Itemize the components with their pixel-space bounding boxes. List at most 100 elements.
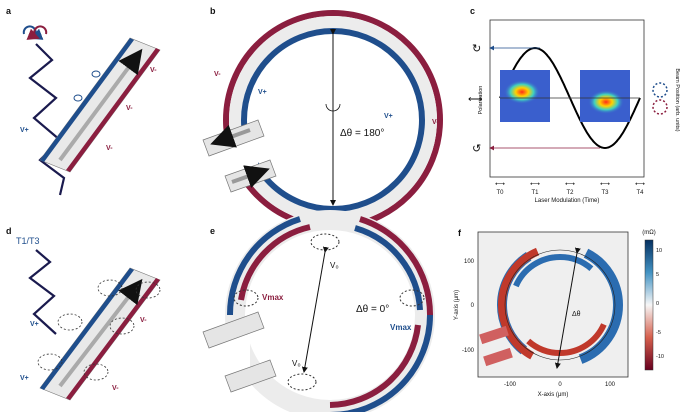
c-xtick: T0 (496, 190, 504, 196)
vmax-right: Vmax (390, 323, 412, 332)
spin-icon (91, 70, 101, 78)
red-edge (66, 48, 160, 172)
blue-edge (40, 38, 134, 162)
ccw-icon: ↺ (472, 143, 481, 155)
vminus-label: V- (150, 67, 157, 74)
f-xtick: -100 (504, 382, 517, 388)
vmax-left: Vmax (262, 293, 284, 302)
current-arrow (58, 278, 143, 388)
f-xtick: 100 (605, 382, 616, 388)
panel-c: c ↻ ↺ ⟷ Polarization Beam Position (arb.… (468, 6, 680, 204)
c-xtick: T4 (636, 190, 644, 196)
panel-d: d T1/T3 V+ V- V+ V- (6, 226, 161, 401)
colorbar (644, 239, 654, 371)
cbar-tick: -5 (656, 330, 661, 336)
linear-pol-icon: ⟷ (468, 94, 482, 105)
vplus-label: V+ (30, 321, 39, 328)
f-ylabel: Y-axis (μm) (454, 290, 460, 320)
spin-ellipses (37, 279, 161, 381)
panel-e: e V₀ V₀ Δθ = 0° Vmax Vmax (202, 210, 435, 412)
delta-theta-b: Δθ = 180° (340, 128, 384, 139)
c-xticks: ⟷ T0 ⟷ T1 ⟷ T2 ⟷ T3 ⟷ T4 (495, 181, 645, 196)
spin-ellipse-left (233, 289, 259, 307)
cbar-tick: 0 (656, 301, 659, 307)
blue-edge (40, 268, 134, 390)
ccw-icon (26, 25, 48, 40)
c-xtick: T2 (566, 190, 574, 196)
ring-red-inner (329, 324, 421, 408)
c-ylabel: Polarization (478, 86, 484, 115)
vminus-label: V- (214, 71, 221, 78)
plot-frame (489, 19, 645, 178)
spin-ellipse-bottom (287, 373, 317, 391)
vminus-label: V- (126, 105, 133, 112)
lead-top (479, 325, 509, 345)
panel-b: b Δθ = 180° V+ V+ V- V- (202, 6, 443, 230)
c-y2label: Beam Position (arb. units) (674, 68, 680, 131)
beam-pos-bottom-icon (652, 99, 668, 115)
spin-ellipse-right (399, 289, 425, 307)
vplus-label: V+ (384, 113, 393, 120)
panel-f-label: f (458, 228, 462, 238)
cbar-tick: -10 (656, 354, 664, 360)
v0-label: V₀ (330, 261, 339, 270)
f-xticks: -100 0 100 (504, 382, 616, 388)
tick-marker: ⟷ (635, 181, 645, 188)
delta-theta-f: Δθ (572, 311, 581, 318)
ring-blue-left (226, 216, 301, 316)
chord-arrow (301, 246, 329, 373)
ring-channel (225, 210, 435, 412)
ring-blue-right (329, 314, 433, 412)
f-xlabel: X-axis (μm) (538, 392, 569, 398)
beam-spot-t3 (588, 90, 624, 114)
vminus-label: V- (140, 317, 147, 324)
vplus-label: V+ (20, 127, 29, 134)
tick-marker: ⟷ (495, 181, 505, 188)
laser-beam (28, 249, 57, 335)
ring-red-right (359, 216, 434, 316)
current-out-arrow (210, 124, 251, 148)
f-ytick: -100 (462, 348, 475, 354)
cw-icon: ↻ (472, 43, 481, 55)
ring-red-left (238, 224, 311, 301)
tick-marker: ⟷ (530, 181, 540, 188)
ring-blue-inner (354, 225, 423, 311)
c-xlabel: Laser Modulation (Time) (535, 198, 600, 204)
tick-marker: ⟷ (600, 181, 610, 188)
panel-c-label: c (470, 6, 475, 16)
cbar-unit: (mΩ) (642, 230, 655, 236)
f-ytick: 0 (471, 303, 475, 309)
panel-b-label: b (210, 6, 216, 16)
map-red-arc (498, 243, 622, 367)
panel-d-label: d (6, 226, 12, 236)
f-xtick: 0 (558, 382, 562, 388)
beam-pos-top-icon (652, 82, 668, 98)
d-legend: T1/T3 (16, 236, 40, 246)
lead-top (202, 311, 265, 349)
vminus-label: V- (112, 385, 119, 392)
f-yticks: 100 0 -100 (462, 259, 475, 354)
vplus-label: V+ (20, 375, 29, 382)
lead-bottom (224, 359, 277, 393)
delta-theta-e: Δθ = 0° (356, 304, 389, 315)
current-arrow (58, 48, 143, 162)
vplus-label: V+ (258, 89, 267, 96)
v0-label: V₀ (292, 359, 301, 368)
f-ytick: 100 (464, 259, 475, 265)
beam-spot-t1 (504, 80, 540, 104)
panel-a: a V- V- V+ V- (6, 6, 161, 196)
laser-beam (28, 43, 66, 196)
lead-bottom (483, 347, 513, 367)
red-edge (66, 278, 160, 400)
c-xtick: T3 (601, 190, 609, 196)
panel-e-label: e (210, 226, 215, 236)
spin-icon (73, 94, 83, 102)
vminus-label: V- (432, 119, 439, 126)
cbar-tick: 10 (656, 248, 662, 254)
c-xtick: T1 (531, 190, 539, 196)
tick-marker: ⟷ (565, 181, 575, 188)
vminus-label: V- (106, 145, 113, 152)
